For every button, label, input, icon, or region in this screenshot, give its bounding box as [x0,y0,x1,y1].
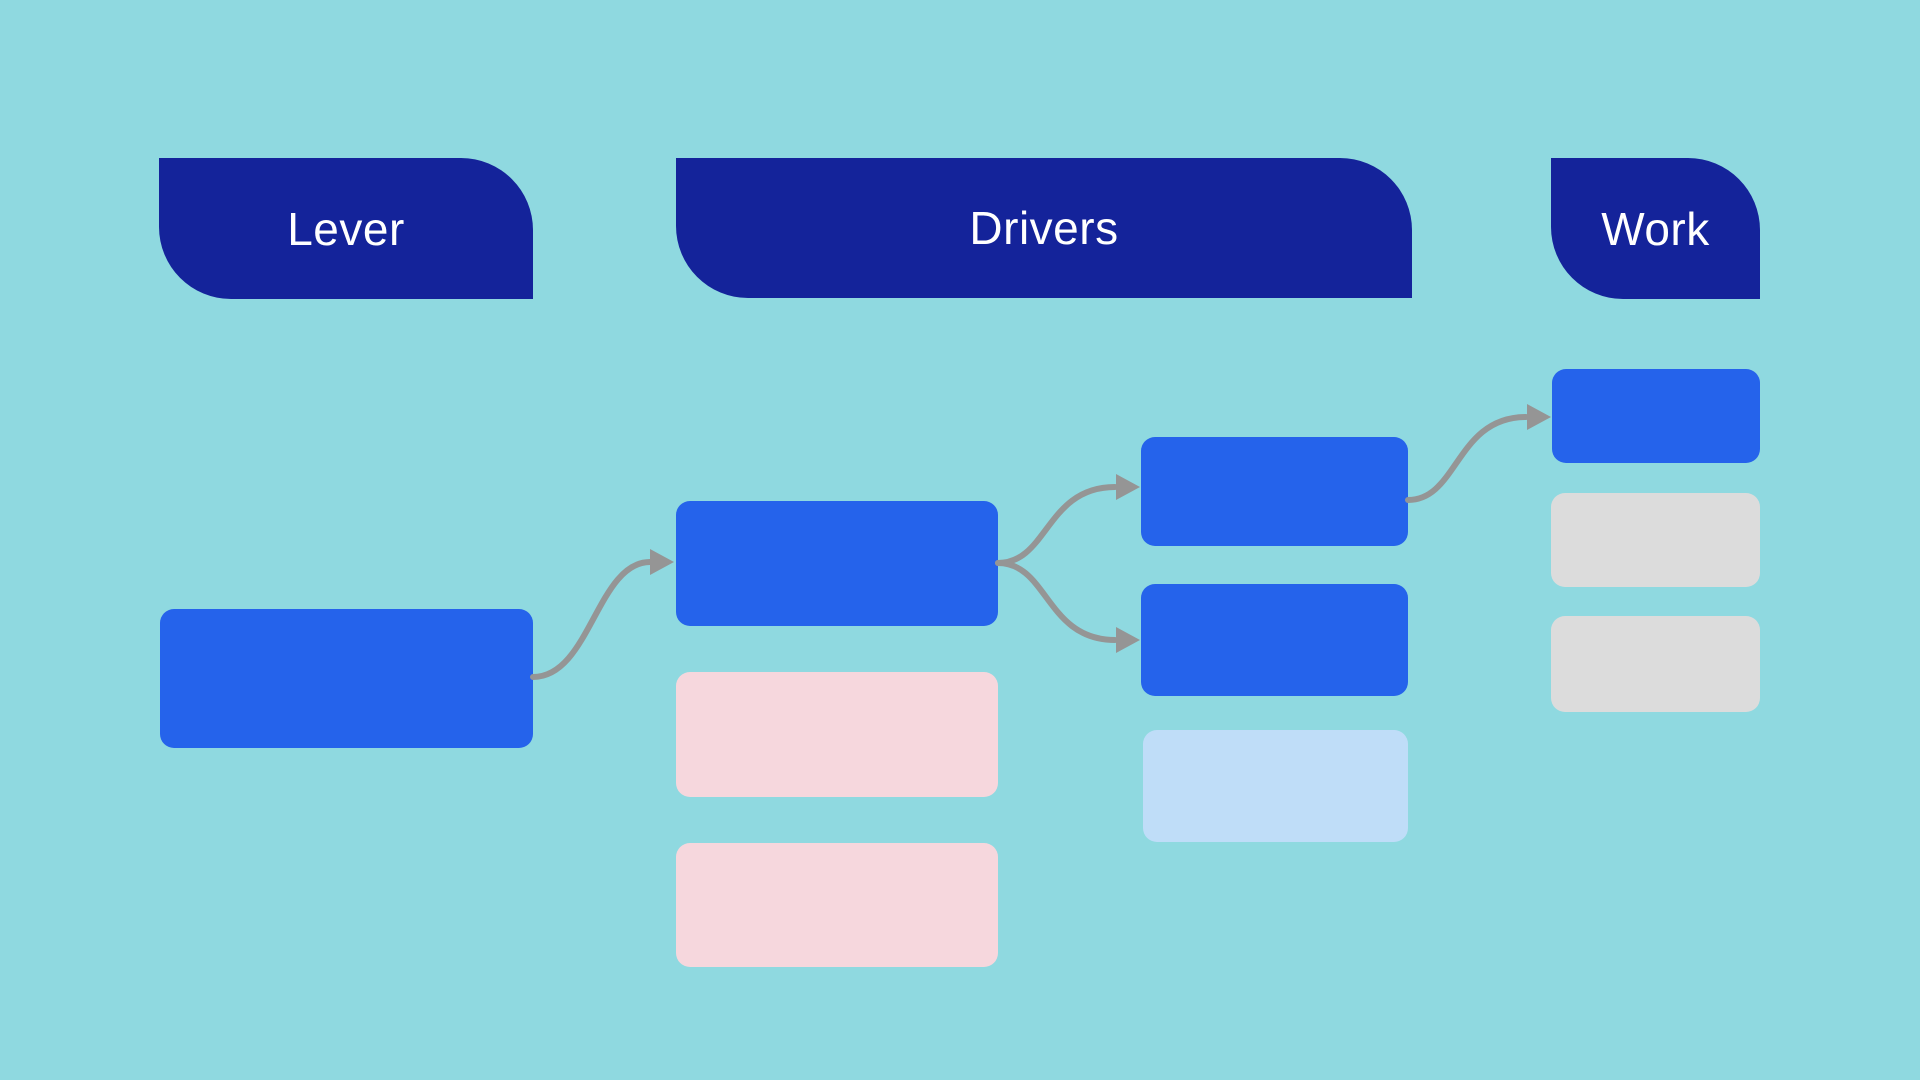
node-driver-sub-2 [1141,584,1408,696]
arrow-driver-to-sub1-line [995,484,1118,566]
arrow-driver-to-sub1 [995,474,1140,566]
node-driver-alt-1 [676,672,998,797]
arrow-sub1-to-work-line [1405,414,1529,503]
arrow-driver-to-sub2-head [1116,627,1140,653]
arrow-sub1-to-work [1405,404,1551,503]
arrow-driver-to-sub2 [995,560,1140,653]
node-driver-sub-1 [1141,437,1408,546]
arrow-sub1-to-work-head [1527,404,1551,430]
arrow-lever-to-driver [530,549,674,680]
arrow-lever-to-driver-head [650,549,674,575]
header-drivers-label: Drivers [969,202,1119,254]
node-lever [160,609,533,748]
header-lever-label: Lever [287,202,405,255]
header-drivers: Drivers [676,158,1412,298]
header-work-label: Work [1601,202,1710,255]
header-lever: Lever [159,158,533,299]
node-driver-sub-3 [1143,730,1408,842]
header-work: Work [1551,158,1760,299]
node-work-2 [1551,493,1760,587]
node-work-3 [1551,616,1760,712]
node-driver-main [676,501,998,626]
arrow-lever-to-driver-line [530,559,653,680]
arrow-driver-to-sub2-line [995,560,1118,643]
node-work-1 [1552,369,1760,463]
arrow-driver-to-sub1-head [1116,474,1140,500]
node-driver-alt-2 [676,843,998,967]
